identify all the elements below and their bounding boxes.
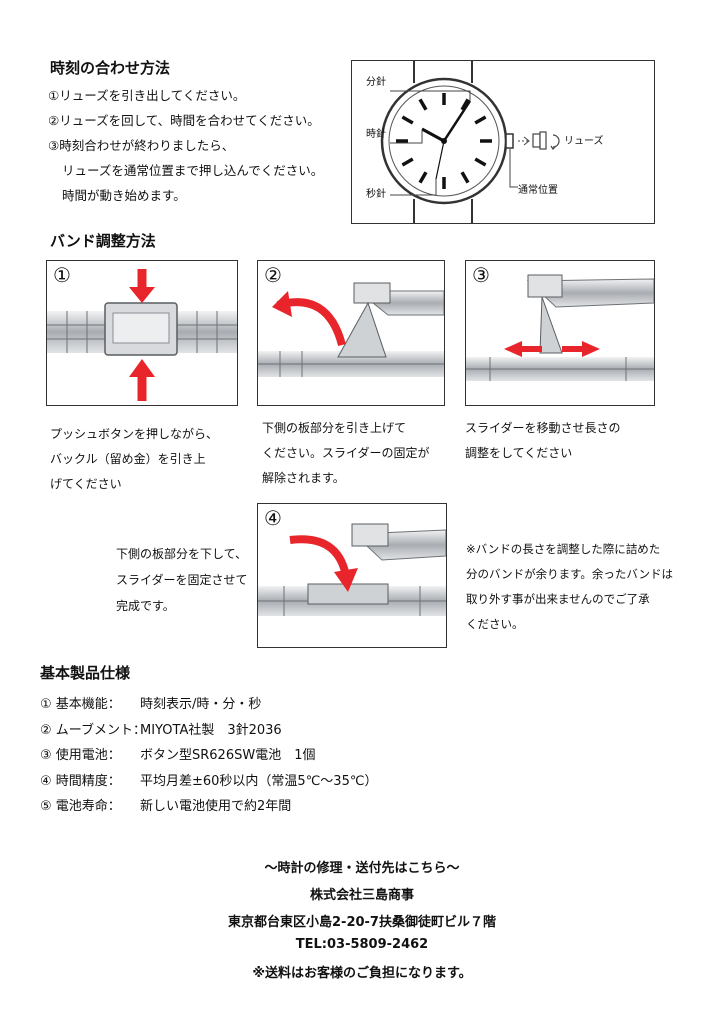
- band-title: バンド調整方法: [50, 232, 156, 250]
- panel-4-number: ④: [264, 506, 282, 530]
- spec-value: ボタン型SR626SW電池 1個: [140, 748, 316, 763]
- spec-label: ④ 時間精度：: [40, 773, 121, 789]
- band-panel-3-svg: [466, 274, 654, 381]
- band-note-line-4: ください。: [466, 617, 524, 631]
- contact-heading: ～時計の修理・送付先はこちら～: [264, 861, 460, 876]
- panel-4-caption-3: 完成です。: [116, 599, 175, 613]
- spec-value: MIYOTA社製 3針2036: [140, 722, 282, 738]
- panel-1-caption-2: バックル（留め金）を引き上: [50, 452, 206, 466]
- spec-value: 新しい電池使用で約2年間: [140, 799, 292, 814]
- panel-1-caption-3: げてください: [50, 477, 122, 491]
- panel-2-caption-2: ください。スライダーの固定が: [262, 446, 430, 460]
- label-hour-hand: 時針: [366, 129, 386, 140]
- panel-4-caption-2: スライダーを固定させて: [116, 573, 248, 587]
- watch-diagram: 分針 時針 秒針 リューズ 通常位置: [351, 60, 655, 224]
- band-note-line-3: 取り外す事が出来ませんのでご了承: [466, 592, 650, 606]
- spec-item: ② ムーブメント：MIYOTA社製 3針2036: [40, 718, 377, 744]
- time-step-1: ①リューズを引き出してください。: [48, 88, 246, 103]
- minute-hand-mark: [442, 100, 472, 142]
- panel-3-number: ③: [472, 263, 490, 287]
- spec-item: ④ 時間精度： 平均月差±60秒以内（常温5℃～35℃）: [40, 769, 377, 795]
- panel-1-number: ①: [53, 263, 71, 287]
- time-step-3: ③時刻合わせが終わりましたら、: [48, 138, 235, 153]
- hour-markers: [396, 93, 492, 189]
- band-note-line-1: ※バンドの長さを調整した際に詰めた: [466, 542, 661, 556]
- time-step-3b: リューズを通常位置まで押し込んでください。: [62, 163, 324, 178]
- spec-label: ③ 使用電池：: [40, 748, 121, 763]
- spec-item: ⑤ 電池寿命： 新しい電池使用で約2年間: [40, 794, 377, 820]
- contact-address: 東京都台東区小島2-20-7扶桑御徒町ビル７階: [228, 915, 496, 930]
- band-panel-3: ③: [465, 260, 655, 406]
- time-step-2: ②リューズを回して、時間を合わせてください。: [48, 113, 320, 128]
- spec-item: ③ 使用電池： ボタン型SR626SW電池 1個: [40, 743, 377, 769]
- panel-3-caption-1: スライダーを移動させ長さの: [465, 421, 621, 435]
- spec-label: ② ムーブメント：: [40, 722, 147, 738]
- panel-3-caption-2: 調整をしてください: [465, 446, 573, 460]
- panel-2-caption-1: 下側の板部分を引き上げて: [262, 421, 407, 435]
- band-note: ※バンドの長さを調整した際に詰めた 分のバンドが余ります。余ったバンドは 取り外…: [466, 537, 673, 637]
- panel-1-caption-1: プッシュボタンを押しながら、: [50, 427, 219, 441]
- band-panel-2-svg: [258, 282, 444, 377]
- time-setting-title: 時刻の合わせ方法: [50, 59, 171, 77]
- label-minute-hand: 分針: [366, 77, 386, 88]
- band-panel-1: ①: [46, 260, 238, 406]
- spec-value: 平均月差±60秒以内（常温5℃～35℃）: [140, 773, 378, 789]
- watch-crown-mark: [505, 133, 514, 149]
- spec-item: ① 基本機能： 時刻表示/時・分・秒: [40, 692, 377, 718]
- hour-hand-mark: [421, 127, 445, 143]
- band-panel-1-svg: [47, 269, 237, 401]
- contact-tel: TEL:03-5809-2462: [295, 937, 429, 952]
- spec-label: ① 基本機能：: [40, 697, 121, 712]
- second-hand-mark: [435, 140, 445, 180]
- time-step-3c: 時間が動き始めます。: [62, 188, 186, 203]
- specs-list: ① 基本機能： 時刻表示/時・分・秒 ② ムーブメント：MIYOTA社製 3針20…: [40, 692, 377, 820]
- contact-shipping: ※送料はお客様のご負担になります。: [252, 966, 472, 981]
- label-crown: リューズ: [564, 136, 604, 147]
- specs-title: 基本製品仕様: [40, 664, 131, 682]
- watch-diagram-svg: [380, 61, 560, 223]
- band-note-line-2: 分のバンドが余ります。余ったバンドは: [466, 567, 673, 581]
- band-panel-2: ②: [257, 260, 445, 406]
- spec-label: ⑤ 電池寿命：: [40, 799, 121, 814]
- label-normal-position: 通常位置: [518, 185, 558, 196]
- rotate-arrow-icon: [552, 134, 560, 148]
- panel-2-caption-3: 解除されます。: [262, 471, 345, 485]
- spec-value: 時刻表示/時・分・秒: [140, 697, 262, 712]
- band-panel-4-svg: [258, 523, 446, 616]
- contact-company: 株式会社三島商事: [309, 888, 414, 903]
- band-panel-4: ④: [257, 503, 447, 648]
- panel-4-caption-1: 下側の板部分を下して、: [116, 547, 248, 561]
- arrow-press-down-icon: [289, 535, 350, 577]
- panel-2-number: ②: [264, 263, 282, 287]
- label-second-hand: 秒針: [366, 189, 386, 200]
